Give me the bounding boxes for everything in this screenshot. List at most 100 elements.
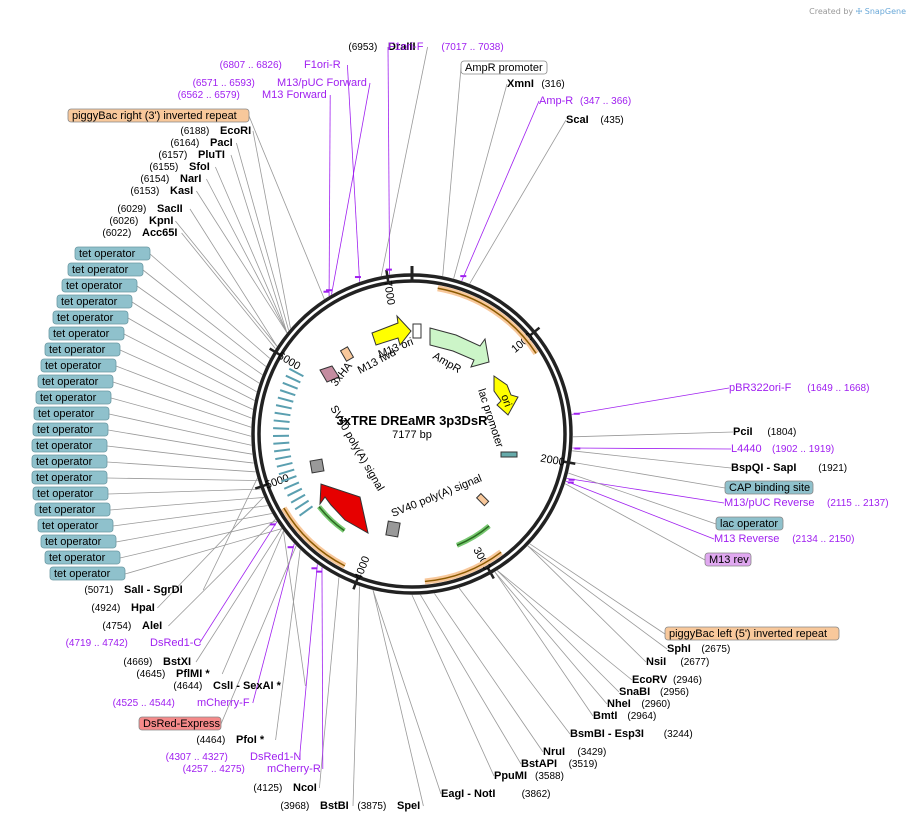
primer-l4440[interactable]: L4440(1902 .. 1919) <box>574 443 834 455</box>
site-bstbi[interactable]: (3968)BstBI <box>280 800 348 812</box>
primer-position: (4257 .. 4275) <box>183 764 245 775</box>
sv40-box-2 <box>309 458 325 474</box>
site-name: Acc65I <box>142 227 177 239</box>
site-nari[interactable]: (6154)NarI <box>140 173 201 185</box>
sv40-arc-2-line <box>318 506 345 532</box>
site-paci[interactable]: (6164)PacI <box>170 137 232 149</box>
tet-operator[interactable]: tet operator <box>48 326 125 341</box>
site-sali-sgrdi[interactable]: (5071)SalI - SgrDI <box>84 584 182 596</box>
tet-operator[interactable]: tet operator <box>61 278 138 293</box>
primer-m13-reverse[interactable]: M13 Reverse(2134 .. 2150) <box>567 481 855 545</box>
tet-operator[interactable]: tet operator <box>31 454 108 469</box>
feature-label: tet operator <box>36 456 93 468</box>
site-name: PacI <box>210 137 233 149</box>
feature-label: tet operator <box>79 248 136 260</box>
tet-operator[interactable]: tet operator <box>35 390 112 405</box>
plasmid-name: 3xTRE DREaMR 3p3DsR <box>337 413 489 428</box>
tet-operator[interactable]: tet operator <box>37 518 114 533</box>
tet-operator[interactable]: tet operator <box>34 502 111 517</box>
tet-operator-mark <box>282 381 299 390</box>
primer-pbr322ori-f[interactable]: pBR322ori-F(1649 .. 1668) <box>573 382 870 415</box>
site-sfoi[interactable]: (6155)SfoI <box>149 161 209 173</box>
site-ecori[interactable]: (6188)EcoRI <box>180 125 251 137</box>
primer-f1ori-f[interactable]: F1ori-F(7017 .. 7038) <box>385 41 504 271</box>
primer-dsred1-c[interactable]: (4719 .. 4742)DsRed1-C <box>66 523 276 649</box>
primer-dsred1-n[interactable]: (4307 .. 4327)DsRed1-N <box>166 567 318 763</box>
tet-operator[interactable]: tet operator <box>32 422 109 437</box>
site-nhei[interactable]: NheI(2960) <box>607 698 670 710</box>
site-eagi-noti[interactable]: EagI - NotI(3862) <box>441 788 551 800</box>
tet-operator[interactable]: tet operator <box>32 486 109 501</box>
site-position: (2677) <box>680 657 709 668</box>
feature-box <box>61 278 138 293</box>
primer-position: (4719 .. 4742) <box>66 638 128 649</box>
site-kasi[interactable]: (6153)KasI <box>130 185 193 197</box>
leader-line <box>570 461 726 489</box>
feature-lac-operator[interactable]: lac operator <box>715 516 784 531</box>
primer-m13-puc-reverse[interactable]: M13/pUC Reverse(2115 .. 2137) <box>568 478 889 509</box>
leader-line <box>372 590 424 807</box>
feature-piggybac-right-3-inverted-repeat[interactable]: piggyBac right (3') inverted repeat <box>67 108 250 123</box>
feature-dsred-express[interactable]: DsRed-Express <box>138 716 222 731</box>
site-bmti[interactable]: BmtI(2964) <box>593 710 656 722</box>
primer-amp-r[interactable]: Amp-R(347 .. 366) <box>460 95 631 278</box>
tet-operator[interactable]: tet operator <box>37 374 114 389</box>
leader-line <box>527 545 647 663</box>
tet-operator[interactable]: tet operator <box>74 246 151 261</box>
feature-label: tet operator <box>37 424 94 436</box>
feature-m13-rev[interactable]: M13 rev <box>704 552 752 567</box>
site-hpai[interactable]: (4924)HpaI <box>91 602 154 614</box>
primer-mcherry-f[interactable]: (4525 .. 4544)mCherry-F <box>113 546 294 709</box>
site-pflmi[interactable]: (4645)PflMI * <box>136 668 210 680</box>
site-pluti[interactable]: (6157)PluTI <box>158 149 224 161</box>
primer-name: DsRed1-N <box>250 751 301 763</box>
tet-operator[interactable]: tet operator <box>44 550 121 565</box>
site-sacii[interactable]: (6029)SacII <box>117 203 182 215</box>
site-bsmbi-esp3i[interactable]: BsmBI - Esp3I(3244) <box>570 728 693 740</box>
feature-piggybac-left-5-inverted-repeat[interactable]: piggyBac left (5') inverted repeat <box>664 626 840 641</box>
feature-ampr-promoter[interactable]: AmpR promoter <box>460 60 548 75</box>
site-position: (2675) <box>701 644 730 655</box>
tet-operator[interactable]: tet operator <box>44 342 121 357</box>
site-csli-sexai[interactable]: (4644)CslI - SexAI * <box>173 680 281 692</box>
tet-operator[interactable]: tet operator <box>40 358 117 373</box>
tet-operator[interactable]: tet operator <box>33 406 110 421</box>
site-spei[interactable]: (3875)SpeI <box>357 800 420 812</box>
primer-position: (7017 .. 7038) <box>441 42 503 53</box>
tet-operator[interactable]: tet operator <box>56 294 133 309</box>
tet-operator[interactable]: tet operator <box>49 566 126 581</box>
tet-operator[interactable]: tet operator <box>31 470 108 485</box>
site-nrui[interactable]: NruI(3429) <box>543 746 606 758</box>
site-sphi[interactable]: SphI(2675) <box>667 643 730 655</box>
tet-operator[interactable]: tet operator <box>52 310 129 325</box>
site-kpni[interactable]: (6026)KpnI <box>109 215 173 227</box>
site-position: (4645) <box>136 669 165 680</box>
primer-m13-puc-forward[interactable]: (6571 .. 6593)M13/pUC Forward <box>193 77 367 292</box>
site-draiii[interactable]: (6953)DraIII <box>348 41 415 53</box>
site-acc65i[interactable]: (6022)Acc65I <box>102 227 177 239</box>
site-bspqi-sapi[interactable]: BspQI - SapI(1921) <box>731 462 847 474</box>
site-alei[interactable]: (4754)AleI <box>102 620 162 632</box>
site-pfoi[interactable]: (4464)PfoI * <box>196 734 264 746</box>
primer-f1ori-r[interactable]: (6807 .. 6826)F1ori-R <box>220 59 361 279</box>
primer-mcherry-r[interactable]: (4257 .. 4275)mCherry-R <box>183 570 323 775</box>
site-scai[interactable]: ScaI(435) <box>566 114 624 126</box>
primer-m13-forward[interactable]: (6562 .. 6579)M13 Forward <box>178 89 330 293</box>
site-snabi[interactable]: SnaBI(2956) <box>619 686 689 698</box>
tet-operator[interactable]: tet operator <box>31 438 108 453</box>
tet-operator[interactable]: tet operator <box>40 534 117 549</box>
site-bstxi[interactable]: (4669)BstXI <box>123 656 191 668</box>
site-ncoi[interactable]: (4125)NcoI <box>253 782 316 794</box>
site-ecorv[interactable]: EcoRV(2946) <box>632 674 702 686</box>
site-ppumi[interactable]: PpuMI(3588) <box>494 770 564 782</box>
tet-operator[interactable]: tet operator <box>67 262 144 277</box>
feature-box <box>35 390 112 405</box>
site-nsii[interactable]: NsiI(2677) <box>646 656 709 668</box>
site-xmni[interactable]: XmnI(316) <box>507 78 565 90</box>
feature-label: DsRed-Express <box>143 718 221 730</box>
site-bstapi[interactable]: BstAPI(3519) <box>521 758 598 770</box>
feature-box <box>40 534 117 549</box>
site-pcii[interactable]: PciI(1804) <box>733 426 796 438</box>
feature-cap-binding-site[interactable]: CAP binding site <box>724 480 814 495</box>
